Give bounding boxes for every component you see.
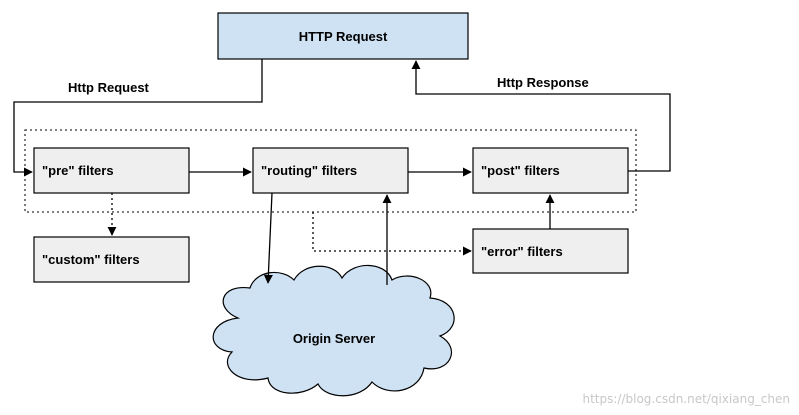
http-request-node: HTTP Request <box>217 12 469 60</box>
error-filters-label: "error" filters <box>481 244 563 259</box>
custom-filters-node: "custom" filters <box>33 236 190 283</box>
edge-routing-to-origin <box>263 192 273 284</box>
routing-filters-node: "routing" filters <box>252 147 409 194</box>
watermark-text: https://blog.csdn.net/qixiang_chen <box>582 392 790 406</box>
origin-server-label: Origin Server <box>293 331 375 346</box>
edge-filters-to-error <box>312 212 472 256</box>
origin-server-node: Origin Server <box>212 264 455 397</box>
edge-request-to-pre <box>13 59 263 177</box>
pre-filters-label: "pre" filters <box>42 163 114 178</box>
edge-post-to-response <box>411 60 671 172</box>
http-request-edge-label: Http Request <box>68 80 150 95</box>
http-response-edge-label: Http Response <box>497 75 589 90</box>
custom-filters-label: "custom" filters <box>42 252 140 267</box>
post-filters-label: "post" filters <box>481 163 560 178</box>
pre-filters-node: "pre" filters <box>33 147 190 194</box>
http-request-label: HTTP Request <box>299 29 388 44</box>
routing-filters-label: "routing" filters <box>261 163 357 178</box>
error-filters-node: "error" filters <box>472 228 629 274</box>
post-filters-node: "post" filters <box>472 147 629 194</box>
cloud-shape <box>212 264 455 397</box>
